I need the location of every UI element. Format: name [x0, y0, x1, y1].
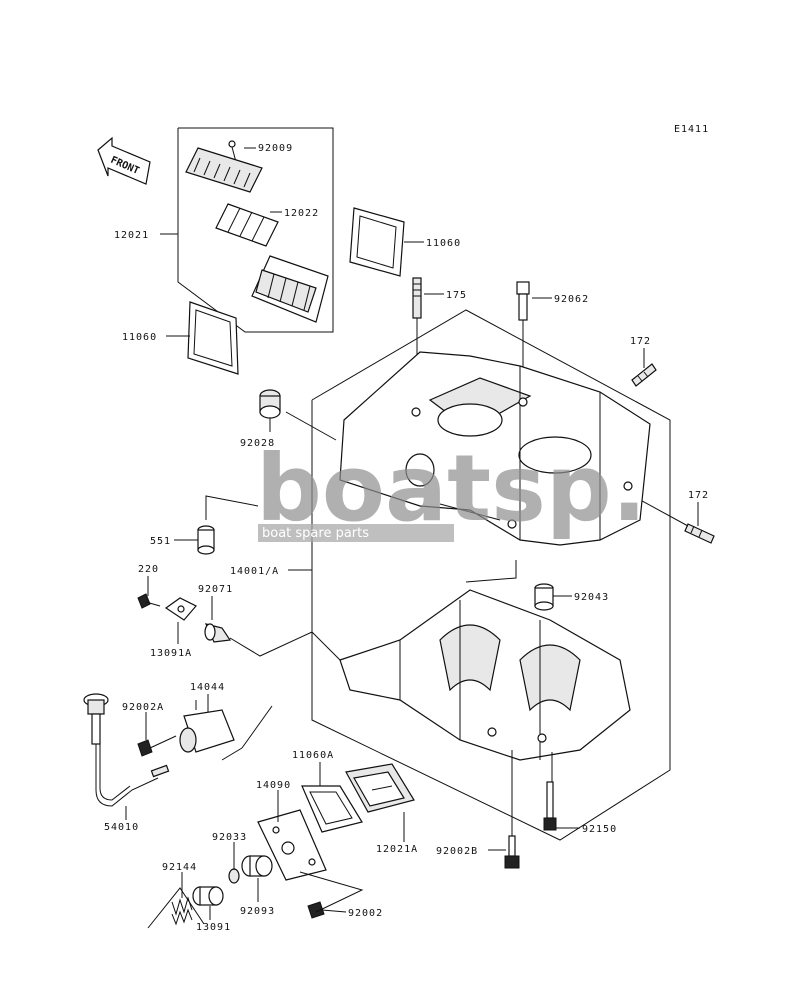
- oring-92033: [228, 868, 240, 884]
- stud-172-upper: [631, 363, 657, 387]
- part-label-551: 551: [150, 536, 171, 547]
- dowel-92043: [534, 583, 554, 611]
- front-arrow-icon: FRONT: [97, 136, 151, 185]
- bolt-92002B: [504, 750, 520, 869]
- part-label-92002a: 92002A: [122, 702, 164, 713]
- part-label-92009: 92009: [258, 143, 293, 154]
- part-label-92144: 92144: [162, 862, 197, 873]
- part-label-172-upper: 172: [630, 336, 651, 347]
- diagram-code: E1411: [674, 124, 709, 135]
- part-label-13091a: 13091A: [150, 648, 192, 659]
- part-label-220: 220: [138, 564, 159, 575]
- reed-petals: [215, 203, 279, 247]
- screw-92009: [228, 140, 237, 163]
- part-label-14090: 14090: [256, 780, 291, 791]
- part-label-54010: 54010: [104, 822, 139, 833]
- bolt-220: [137, 593, 161, 609]
- gasket-11060A: [301, 785, 363, 833]
- label-leader-lines: [125, 147, 699, 920]
- part-label-92002: 92002: [348, 908, 383, 919]
- watermark-tagline-bar: [258, 524, 454, 542]
- part-label-14001a: 14001/A: [230, 566, 279, 577]
- part-label-172-lower: 172: [688, 490, 709, 501]
- group-chevron-right: [299, 871, 364, 913]
- gasket-11060-lower: [187, 301, 239, 375]
- part-label-92033: 92033: [212, 832, 247, 843]
- part-label-12021: 12021: [114, 230, 149, 241]
- part-label-12022: 12022: [284, 208, 319, 219]
- assembly-bracket: [311, 309, 671, 841]
- part-label-92062: 92062: [554, 294, 589, 305]
- bolt-92150: [543, 752, 557, 831]
- part-label-11060A: 11060A: [292, 750, 334, 761]
- upper-crankcase: [339, 351, 651, 546]
- gasket-11060-upper: [349, 207, 405, 277]
- cover-14090: [257, 809, 327, 881]
- part-label-92071: 92071: [198, 584, 233, 595]
- part-label-92043: 92043: [574, 592, 609, 603]
- reed-stopper-plate: [185, 147, 263, 193]
- part-labels: 92009 12022 12021 11060 11060 175 92062 …: [104, 143, 709, 933]
- bolt-92002: [307, 901, 347, 919]
- lower-crankcase: [339, 560, 631, 761]
- group-chevron-lower: [147, 887, 205, 929]
- part-label-12021A: 12021A: [376, 844, 418, 855]
- part-label-14044: 14044: [190, 682, 225, 693]
- cable-54010: [83, 693, 170, 807]
- part-label-11060-upper: 11060: [426, 238, 461, 249]
- part-label-92002B: 92002B: [436, 846, 478, 857]
- part-label-92028: 92028: [240, 438, 275, 449]
- plug-92071: [204, 623, 341, 661]
- reed-valve-block: [251, 255, 329, 323]
- bracket-14044-leader-2: [221, 747, 243, 761]
- part-label-92150: 92150: [582, 824, 617, 835]
- plug-92093: [241, 855, 273, 877]
- bracket-14044-leader: [241, 705, 273, 749]
- reed-valve-box: [177, 127, 334, 333]
- bushing-551: [197, 495, 259, 555]
- spring-92144: [171, 896, 193, 926]
- dowel-92028: [259, 389, 337, 441]
- reed-valve-12021A: [345, 763, 415, 813]
- plate-13091a: [164, 597, 197, 621]
- part-label-11060-lower: 11060: [122, 332, 157, 343]
- part-label-13091: 13091: [196, 922, 231, 933]
- part-label-175: 175: [446, 290, 467, 301]
- bolt-92002a: [137, 735, 177, 757]
- bushing-13091: [192, 886, 224, 906]
- part-label-92093: 92093: [240, 906, 275, 917]
- bracket-14044: [179, 700, 235, 753]
- watermark: boatsp. boat spare parts: [256, 435, 647, 542]
- watermark-tagline: boat spare parts: [262, 526, 369, 541]
